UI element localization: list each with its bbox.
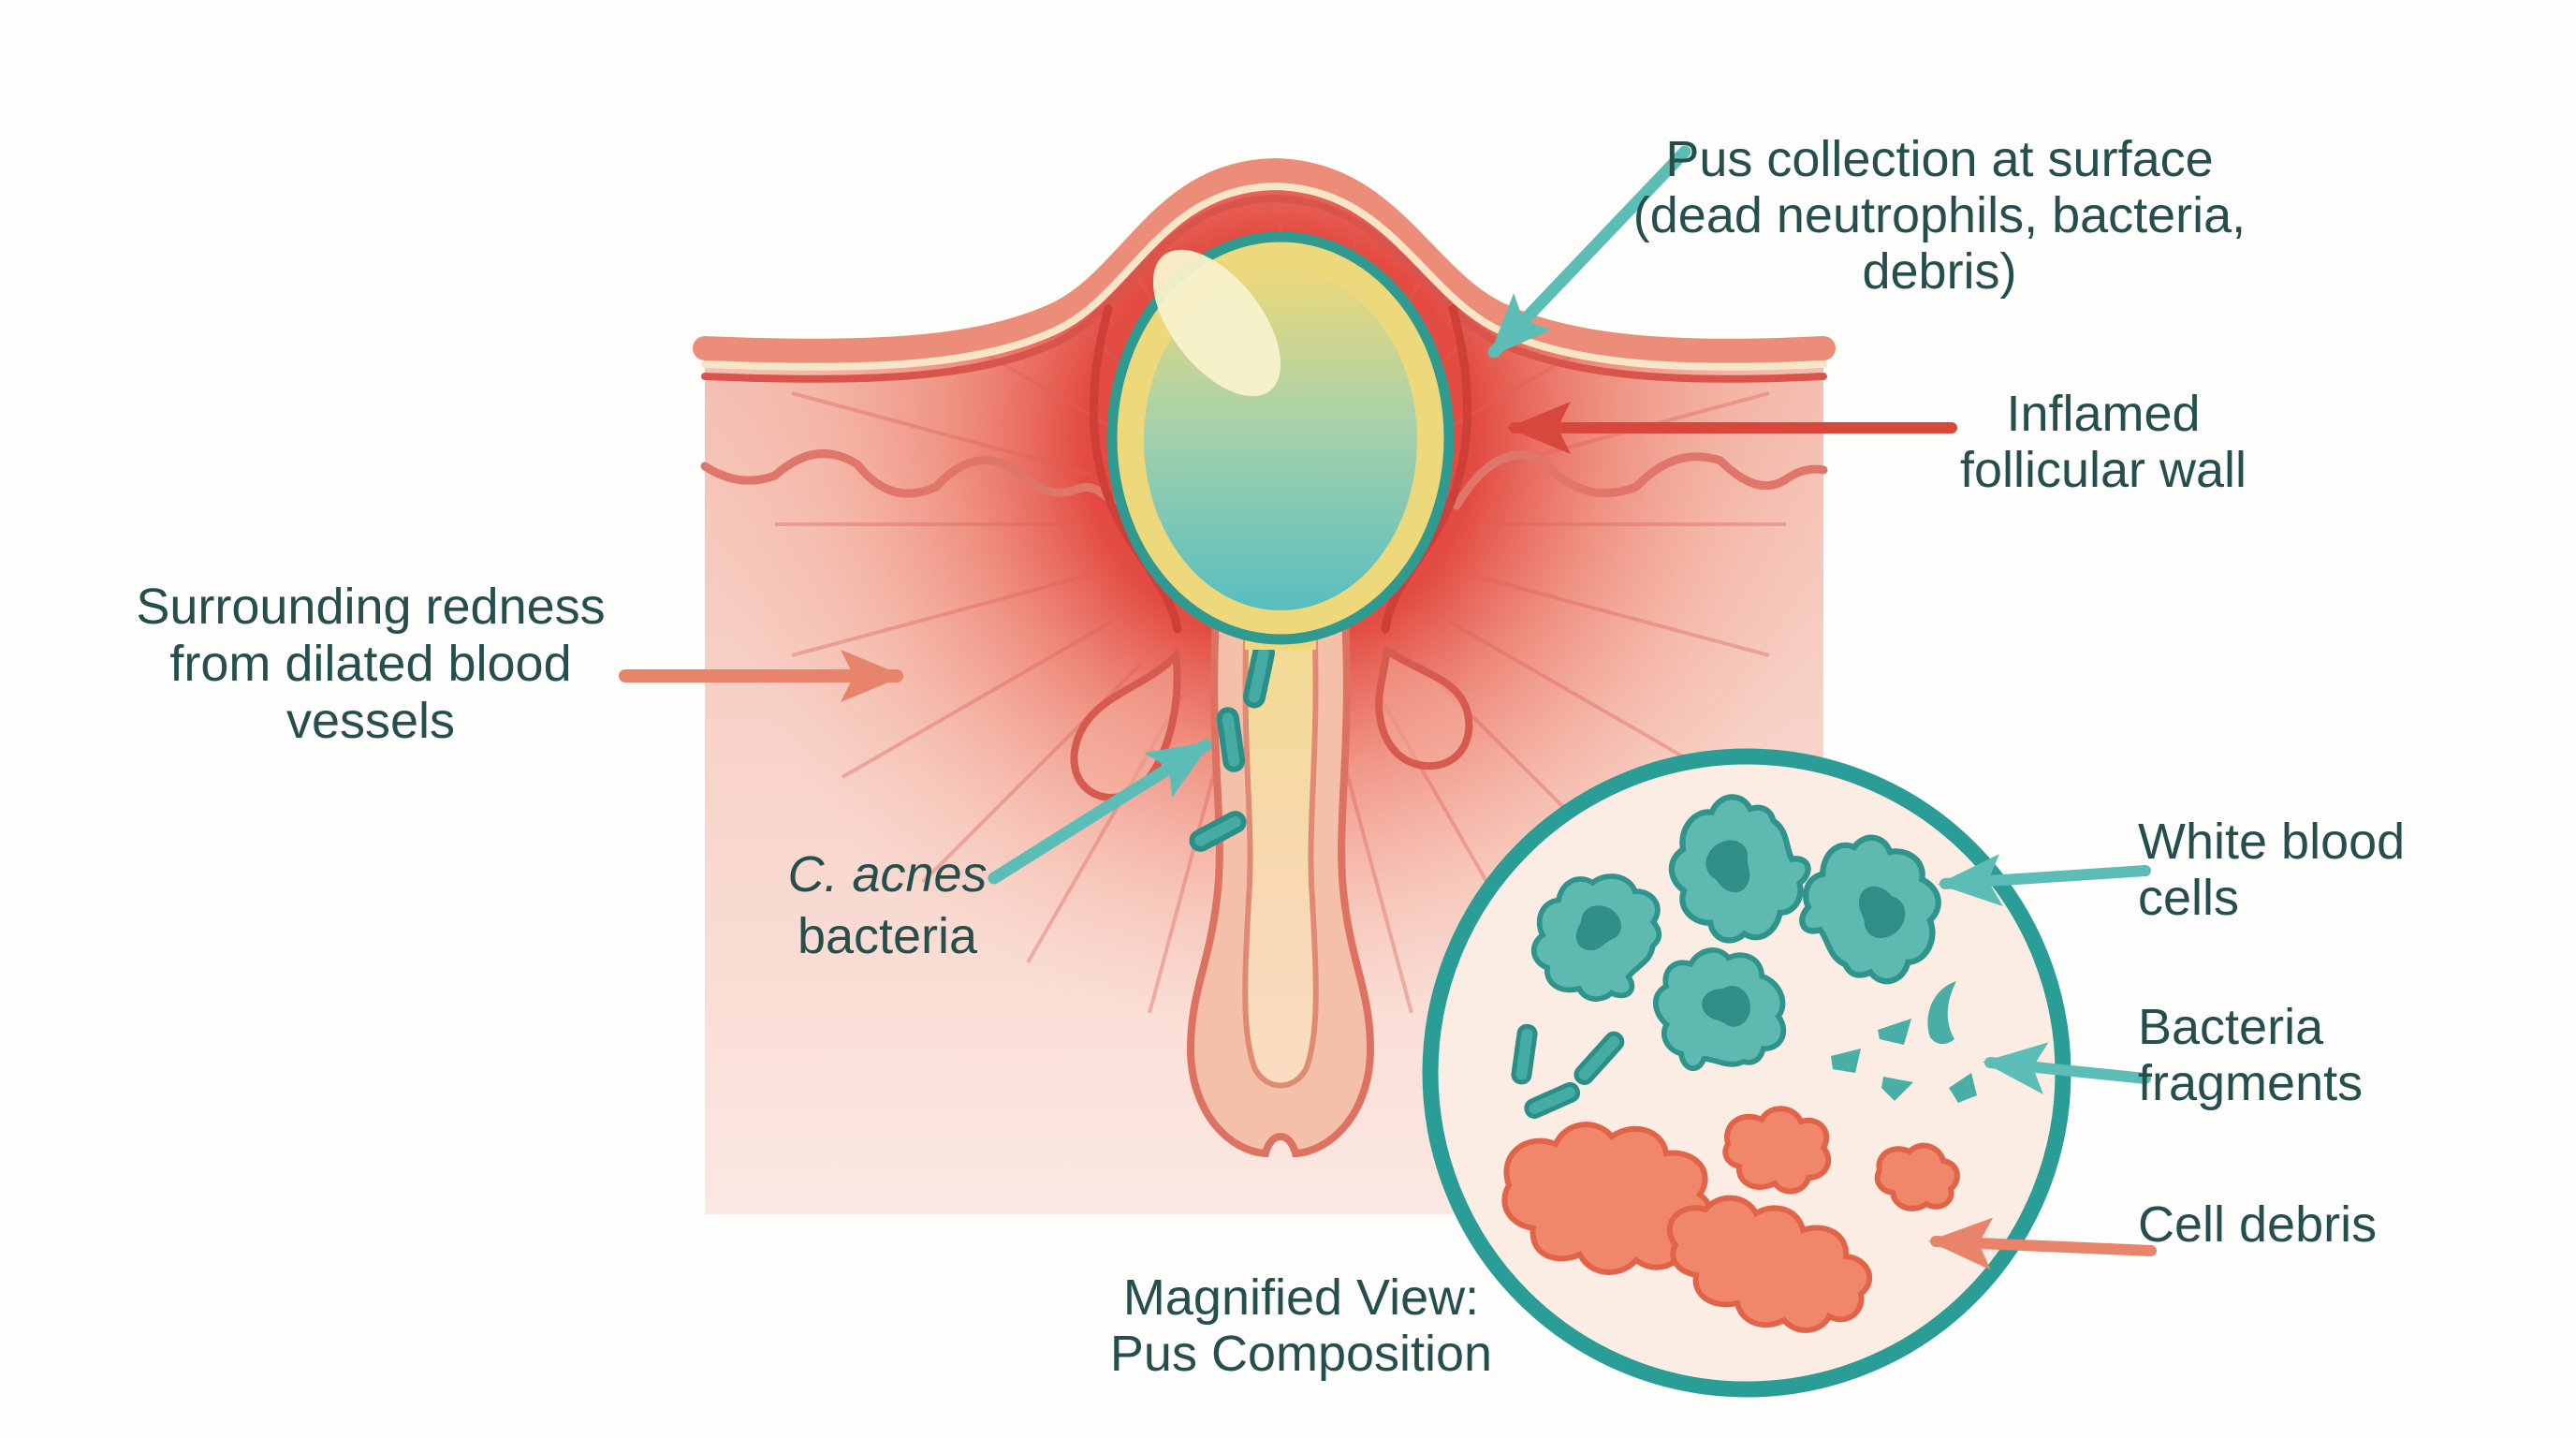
bacteria-rods-in-pus: [1511, 1023, 1625, 1119]
dermis-wavy-line-right: [1452, 450, 1828, 510]
svg-text:vessels: vessels: [286, 693, 455, 749]
label-cell-debris: Cell debris: [2138, 1196, 2377, 1253]
svg-text:debris): debris): [1862, 243, 2016, 300]
svg-text:Inflamed: Inflamed: [2006, 386, 2200, 442]
bacteria-fragments-arrow: [1983, 1042, 2151, 1094]
magnified-view-circle: [1422, 748, 2071, 1398]
label-magnified-view: Magnified View: Pus Composition: [1110, 1269, 1492, 1382]
bacteria-fragments: [1831, 981, 1977, 1103]
svg-text:Pus Composition: Pus Composition: [1110, 1326, 1492, 1382]
svg-text:bacteria: bacteria: [798, 908, 978, 964]
label-c-acnes: C. acnes bacteria: [787, 846, 987, 964]
svg-text:C. acnes: C. acnes: [787, 846, 987, 902]
label-inflamed-wall: Inflamed follicular wall: [1960, 386, 2247, 498]
svg-text:Cell debris: Cell debris: [2138, 1196, 2377, 1253]
svg-text:follicular wall: follicular wall: [1960, 442, 2247, 498]
label-pus-collection: Pus collection at surface (dead neutroph…: [1633, 131, 2246, 300]
svg-text:(dead neutrophils, bacteria,: (dead neutrophils, bacteria,: [1633, 187, 2246, 243]
svg-text:Surrounding redness: Surrounding redness: [136, 579, 605, 635]
pus-head: [1106, 231, 1455, 650]
svg-text:White blood: White blood: [2138, 814, 2405, 870]
follicle-canal: [1242, 610, 1319, 1089]
svg-text:fragments: fragments: [2138, 1055, 2363, 1111]
epidermis-surface-band: [693, 157, 1836, 383]
c-acnes-arrow: [988, 739, 1212, 885]
svg-text:Bacteria: Bacteria: [2138, 999, 2324, 1055]
cell-debris-arrow: [1928, 1217, 2157, 1270]
label-bacteria-fragments: Bacteria fragments: [2138, 999, 2363, 1111]
pus-collection-arrow: [1487, 145, 1691, 359]
svg-text:from dilated blood: from dilated blood: [169, 636, 571, 692]
inflamed-follicular-wall-outline: [1089, 304, 1472, 634]
pus-highlight: [1152, 249, 1281, 397]
sebaceous-gland-right: [1375, 644, 1473, 770]
white-blood-cells-arrow: [1938, 854, 2151, 907]
svg-text:cells: cells: [2138, 870, 2239, 926]
labels: Pus collection at surface (dead neutroph…: [136, 131, 2405, 1382]
cell-debris-blob: [1501, 1106, 1960, 1333]
svg-text:Magnified View:: Magnified View:: [1123, 1269, 1479, 1326]
annotation-arrows: [619, 145, 2157, 1270]
dermis-wavy-line-left: [700, 449, 1124, 518]
label-white-blood-cells: White blood cells: [2138, 814, 2405, 926]
label-surrounding-redness: Surrounding redness from dilated blood v…: [136, 579, 605, 749]
svg-text:Pus collection at surface: Pus collection at surface: [1665, 131, 2213, 187]
